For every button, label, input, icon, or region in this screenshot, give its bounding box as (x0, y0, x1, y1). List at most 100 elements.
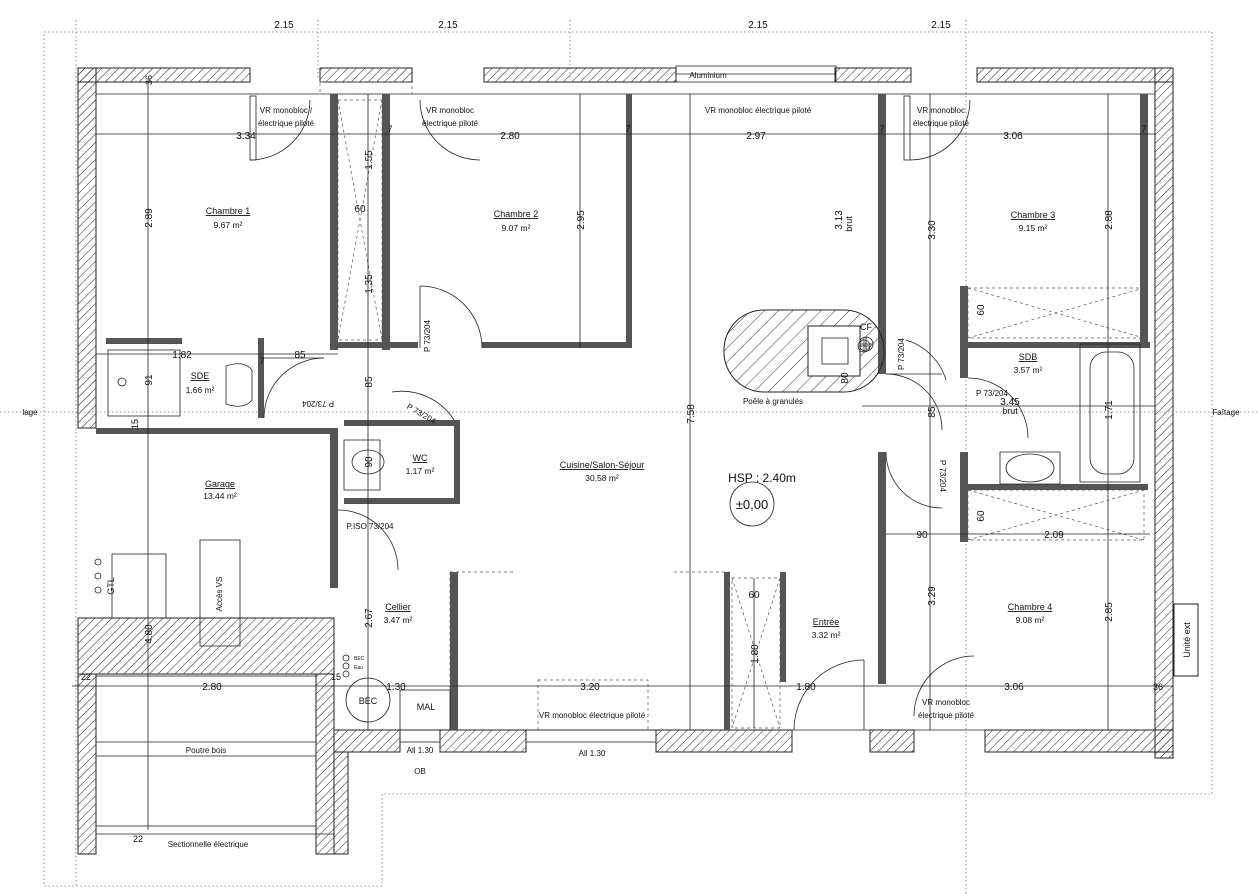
label-hsp: HSP : 2.40m (728, 471, 796, 485)
dim-758: 7.58 (686, 404, 697, 424)
label-bec: BEC (359, 696, 378, 706)
dim-297: 2.97 (746, 131, 766, 142)
dim-36-a: 36 (144, 75, 154, 85)
room-name-cuisine: Cuisine/Salon-Séjour (560, 460, 645, 470)
room-area-chambre-1: 9.67 m² (214, 220, 243, 230)
dim-180-a: 1.80 (750, 644, 761, 664)
room-area-wc: 1.17 m² (406, 466, 435, 476)
dim-280-a: 2.80 (500, 131, 520, 142)
dim-288: 2.88 (1104, 210, 1115, 230)
dim-330: 3.30 (927, 220, 938, 240)
dim-320: 3.20 (580, 682, 600, 693)
dim-306-a: 3.06 (1003, 131, 1023, 142)
label-eau-small: Eau (354, 665, 363, 671)
label-vr-ch4-2: électrique piloté (918, 711, 975, 720)
dim-171: 1.71 (1104, 400, 1115, 420)
dim-155: 1.55 (364, 150, 375, 170)
label-aluminium: Aluminium (689, 71, 727, 80)
label-door-sde: P 73/204 (302, 399, 334, 408)
label-vr-top: VR monobloc électrique piloté (705, 106, 812, 115)
dim-60-c: 60 (976, 510, 987, 522)
label-poutre: Poutre bois (186, 746, 226, 755)
dim-280-b: 2.80 (202, 682, 222, 693)
label-level: ±0,00 (736, 497, 768, 512)
label-bec-small: BEC (354, 656, 365, 662)
dim-285: 2.85 (1104, 602, 1115, 622)
label-vr-ch2-2: électrique piloté (422, 119, 479, 128)
label-all-130-b: All 1.30 (579, 749, 606, 758)
label-sectionnelle: Sectionnelle électrique (168, 840, 249, 849)
dim-85-c: 85 (927, 406, 938, 418)
room-area-sde: 1.66 m² (186, 385, 215, 395)
dim-7-c: 7 (879, 124, 884, 134)
label-mal: MAL (417, 702, 436, 712)
label-gtl: GTL (106, 577, 116, 595)
dim-313: 3.13 (834, 210, 845, 230)
label-door-ch2: P 73/204 (423, 320, 432, 352)
room-name-chambre-4: Chambre 4 (1008, 602, 1053, 612)
dim-329: 3.29 (927, 586, 938, 606)
room-area-cellier: 3.47 m² (384, 615, 413, 625)
label-acces-vs: Accès VS (215, 577, 224, 612)
dimension-lines (72, 82, 1173, 835)
room-area-chambre-3: 9.15 m² (1019, 223, 1048, 233)
dim-91: 91 (144, 374, 155, 386)
top-dimensions: 2.15 2.15 2.15 2.15 (274, 20, 951, 31)
door-swings (249, 95, 1029, 731)
room-area-sdb: 3.57 m² (1014, 365, 1043, 375)
label-lage: lage (22, 408, 38, 417)
top-dim-4: 2.15 (931, 20, 951, 31)
room-name-sde: SDE (191, 371, 210, 381)
label-brut-sdb: brut (1002, 406, 1018, 416)
dim-7-b: 7 (625, 124, 630, 134)
dim-90-a: 90 (364, 456, 375, 468)
dim-267: 2.67 (364, 608, 375, 628)
dim-130: 1.30 (386, 682, 406, 693)
label-all-130-a: All 1.30 (407, 746, 434, 755)
dim-85-a: 85 (294, 350, 306, 361)
label-vr-ch3-1: VR monobloc (917, 106, 965, 115)
dashed-elements (319, 81, 1145, 731)
dim-60-a: 60 (354, 204, 366, 215)
dim-7-e: 7 (259, 356, 264, 366)
room-area-garage: 13.44 m² (203, 491, 237, 501)
label-vr-ch1-1: VR monobloc / (260, 106, 313, 115)
wall-lining (95, 93, 1156, 731)
room-name-entree: Entrée (813, 617, 840, 627)
room-name-chambre-2: Chambre 2 (494, 209, 539, 219)
room-name-cellier: Cellier (385, 602, 411, 612)
dim-80: 80 (840, 372, 851, 384)
dim-7-d: 7 (1141, 124, 1146, 134)
dim-182: 1.82 (172, 350, 192, 361)
dim-90-b: 90 (916, 530, 928, 541)
dim-15-b: 15 (331, 672, 341, 682)
label-vr-ch3-2: électrique piloté (913, 119, 970, 128)
dim-22-a: 22 (81, 672, 91, 682)
room-labels: Chambre 1 9.67 m² Chambre 2 9.07 m² Cham… (186, 206, 1056, 640)
fixtures (94, 309, 1199, 827)
label-vr-ch4-1: VR monobloc (922, 698, 970, 707)
label-vr-ch1-2: électrique piloté (258, 119, 315, 128)
label-unite-ext: Unité ext (1182, 622, 1192, 658)
label-door-sdb: P 73/204 (976, 389, 1008, 398)
label-vr-ch2-1: VR monobloc (426, 106, 474, 115)
label-poele: Poêle à granulés (743, 397, 803, 406)
room-area-chambre-2: 9.07 m² (502, 223, 531, 233)
top-dim-2: 2.15 (438, 20, 458, 31)
dim-22-b: 22 (133, 834, 143, 844)
label-door-ch3: P 73/204 (897, 338, 906, 370)
dim-36-b: 36 (1153, 682, 1163, 692)
dim-180-b: 1.80 (796, 682, 816, 693)
room-name-chambre-1: Chambre 1 (206, 206, 251, 216)
dim-15-a: 15 (130, 419, 140, 429)
dim-60-b: 60 (976, 304, 987, 316)
label-ob: OB (414, 767, 426, 776)
room-name-sdb: SDB (1019, 352, 1038, 362)
room-area-entree: 3.32 m² (812, 630, 841, 640)
dim-289: 2.89 (144, 208, 155, 228)
dim-306-b: 3.06 (1004, 682, 1024, 693)
label-vr-bottom: VR monobloc électrique piloté (539, 711, 646, 720)
room-name-chambre-3: Chambre 3 (1011, 210, 1056, 220)
dim-345: 3.45 (1000, 397, 1020, 408)
